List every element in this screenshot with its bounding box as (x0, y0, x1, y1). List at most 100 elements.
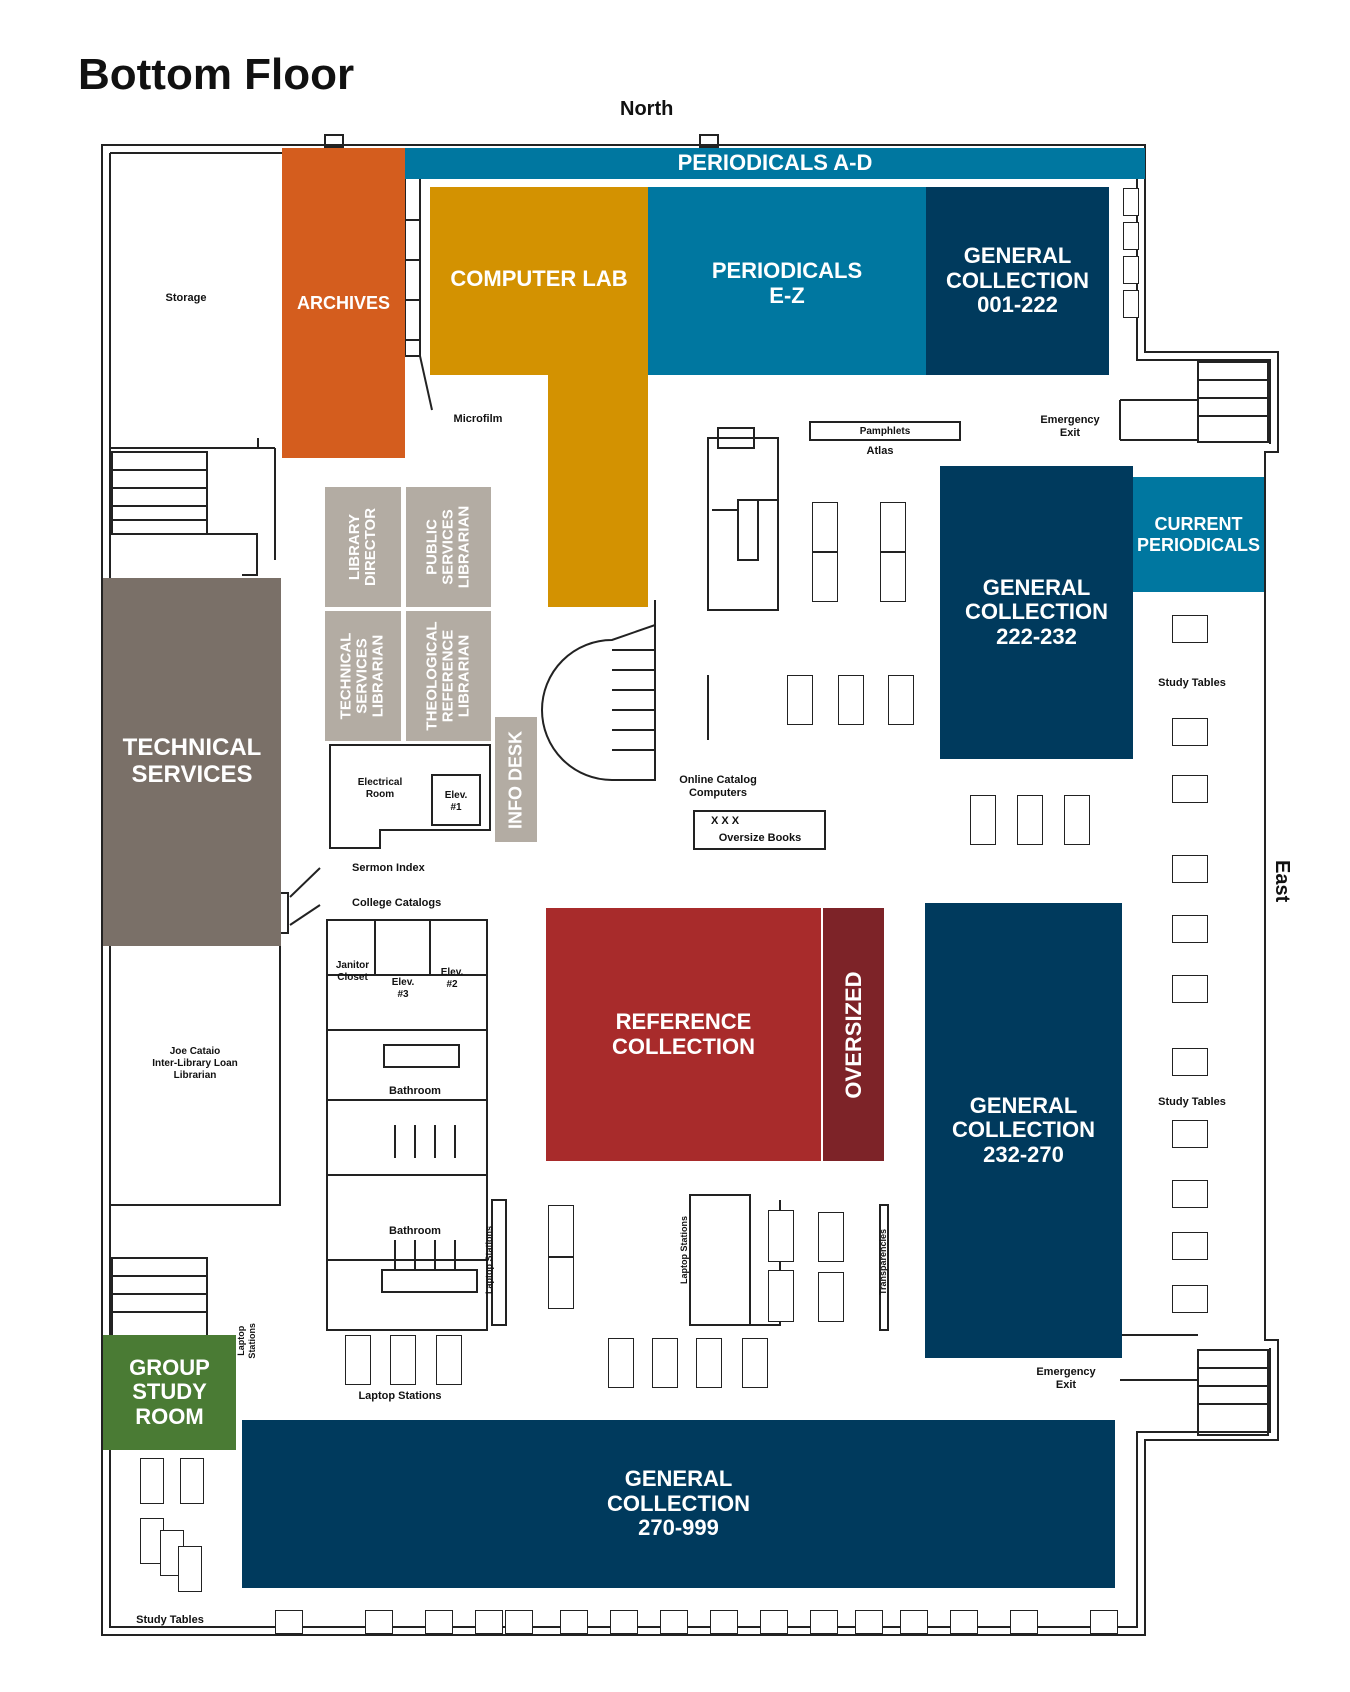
zone-oversized: OVERSIZED (823, 908, 884, 1161)
compass-east: East (1271, 860, 1293, 903)
office-public-services-librarian: PUBLIC SERVICES LIBRARIAN (406, 487, 491, 607)
table-fixture (140, 1458, 164, 1504)
table-fixture (365, 1610, 393, 1634)
table-fixture (1172, 855, 1208, 883)
label-elev-3: Elev. #3 (391, 977, 415, 1000)
zone-periodicals-a-d: PERIODICALS A-D (405, 148, 1145, 179)
zone-periodicals-e-z: PERIODICALS E-Z (648, 187, 926, 375)
table-fixture (610, 1610, 638, 1634)
table-fixture (390, 1335, 416, 1385)
table-fixture (1172, 1285, 1208, 1313)
table-fixture (742, 1338, 768, 1388)
zone-computer-lab-stem (548, 375, 648, 607)
label-laptop-stations-south: Laptop Stations (358, 1390, 442, 1402)
label-ill-librarian: Joe Cataio Inter-Library Loan Librarian (152, 1046, 238, 1081)
table-fixture (970, 795, 996, 845)
label-oversize-books: Oversize Books (718, 832, 802, 844)
table-fixture (345, 1335, 371, 1385)
table-fixture (505, 1610, 533, 1634)
info-desk[interactable]: INFO DESK (495, 717, 537, 842)
label-xxx: X X X (710, 815, 740, 827)
zone-computer-lab: COMPUTER LAB (430, 187, 648, 375)
zone-group-study-room[interactable]: GROUP STUDY ROOM (103, 1335, 236, 1450)
table-fixture (838, 675, 864, 725)
table-fixture (652, 1338, 678, 1388)
zone-general-232-270: GENERAL COLLECTION 232-270 (925, 903, 1122, 1358)
table-fixture (818, 1212, 844, 1262)
zone-technical-services: TECHNICAL SERVICES (103, 578, 281, 946)
label-janitor-closet: Janitor Closet (335, 960, 370, 983)
label-laptop-stations-restroom: Laptop Stations (484, 1226, 494, 1294)
zone-general-270-999: GENERAL COLLECTION 270-999 (242, 1420, 1115, 1588)
office-technical-services-librarian: TECHNICAL SERVICES LIBRARIAN (325, 611, 401, 741)
zone-archives: ARCHIVES (282, 148, 405, 458)
table-fixture (1172, 1180, 1208, 1208)
table-fixture (787, 675, 813, 725)
label-transparencies: Transparencies (878, 1228, 889, 1296)
zone-reference-collection: REFERENCE COLLECTION (546, 908, 821, 1161)
table-fixture (818, 1272, 844, 1322)
zone-general-001-222: GENERAL COLLECTION 001-222 (926, 187, 1109, 375)
table-fixture (1172, 718, 1208, 746)
table-fixture (768, 1210, 794, 1262)
table-fixture (950, 1610, 978, 1634)
table-fixture (1064, 795, 1090, 845)
table-fixture (888, 675, 914, 725)
table-fixture (900, 1610, 928, 1634)
table-fixture (548, 1257, 574, 1309)
label-sermon-index: Sermon Index (352, 862, 425, 874)
table-fixture (760, 1610, 788, 1634)
label-study-tables-east-1: Study Tables (1158, 677, 1226, 689)
table-fixture (1172, 775, 1208, 803)
table-fixture (1090, 1610, 1118, 1634)
table-fixture (810, 1610, 838, 1634)
table-fixture (425, 1610, 453, 1634)
zone-current-periodicals: CURRENT PERIODICALS (1133, 477, 1264, 592)
table-fixture (855, 1610, 883, 1634)
table-fixture (660, 1610, 688, 1634)
label-storage: Storage (165, 292, 207, 304)
table-fixture (1172, 915, 1208, 943)
table-fixture (1010, 1610, 1038, 1634)
table-fixture (436, 1335, 462, 1385)
label-electrical-room: Electrical Room (357, 777, 403, 800)
label-study-tables-east-2: Study Tables (1158, 1096, 1226, 1108)
table-fixture (1123, 222, 1139, 250)
table-fixture (1123, 188, 1139, 216)
table-fixture (180, 1458, 204, 1504)
table-fixture (548, 1205, 574, 1257)
table-fixture (1123, 290, 1139, 318)
label-college-catalogs: College Catalogs (352, 897, 442, 909)
label-atlas: Atlas (866, 445, 894, 457)
table-fixture (1172, 975, 1208, 1003)
zone-general-222-232: GENERAL COLLECTION 222-232 (940, 466, 1133, 759)
table-fixture (608, 1338, 634, 1388)
table-fixture (1017, 795, 1043, 845)
label-elev-1: Elev. #1 (444, 790, 468, 813)
label-bathroom-2: Bathroom (389, 1225, 441, 1237)
table-fixture (1172, 1232, 1208, 1260)
label-pamphlets: Pamphlets (859, 426, 911, 437)
office-library-director: LIBRARY DIRECTOR (325, 487, 401, 607)
label-emergency-exit-north: Emergency Exit (1040, 414, 1100, 440)
label-microfilm: Microfilm (453, 413, 503, 425)
label-bathroom-1: Bathroom (389, 1085, 441, 1097)
table-fixture (178, 1546, 202, 1592)
table-fixture (275, 1610, 303, 1634)
table-fixture (1123, 256, 1139, 284)
table-fixture (1172, 1048, 1208, 1076)
table-fixture (812, 502, 838, 552)
table-fixture (560, 1610, 588, 1634)
label-emergency-exit-south: Emergency Exit (1036, 1366, 1096, 1392)
label-online-catalog: Online Catalog Computers (679, 774, 757, 800)
label-study-tables-west: Study Tables (136, 1614, 204, 1626)
label-laptop-stations-west: Laptop Stations (236, 1323, 257, 1359)
oversize-books-shelf (693, 810, 826, 850)
label-elev-2: Elev. #2 (440, 967, 464, 990)
table-fixture (1172, 1120, 1208, 1148)
table-fixture (696, 1338, 722, 1388)
table-fixture (880, 502, 906, 552)
compass-north: North (620, 98, 674, 120)
office-theological-reference-librarian: THEOLOGICAL REFERENCE LIBRARIAN (406, 611, 491, 741)
table-fixture (1172, 615, 1208, 643)
